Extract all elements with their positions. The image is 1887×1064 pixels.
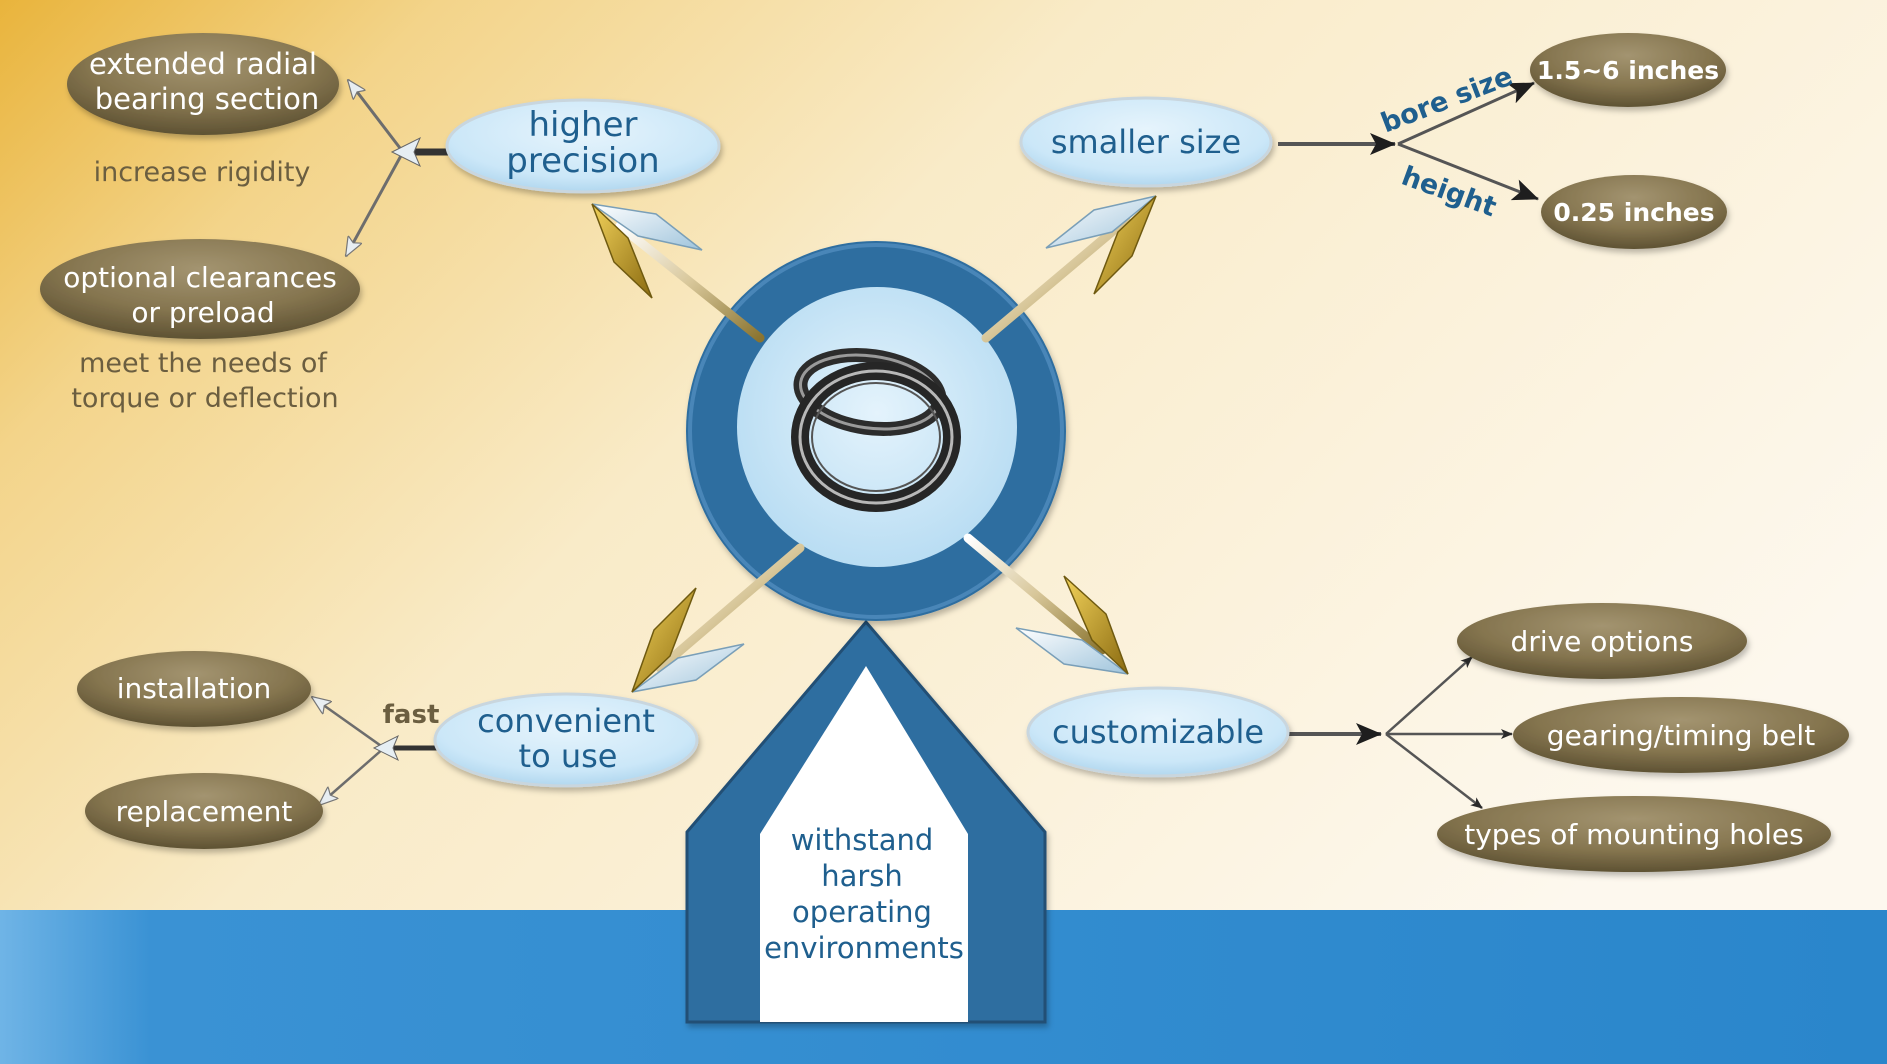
base-label1: withstand (791, 823, 934, 857)
leaf-optional-clearances (40, 239, 360, 339)
custom-connectors (1288, 656, 1513, 809)
leaf-extended-radial-label2: bearing section (95, 82, 319, 116)
leaf-height-value (1541, 175, 1727, 249)
leaf-drive-options (1457, 603, 1747, 679)
leaf-installation-label: installation (117, 672, 272, 705)
convenient-connectors (312, 697, 444, 805)
leaf-replacement (85, 773, 323, 849)
bubble-higher-precision-label1: higher (528, 105, 637, 145)
leaf-gearing-label: gearing/timing belt (1547, 719, 1815, 752)
caption-increase-rigidity: increase rigidity (94, 157, 311, 188)
base-label2: harsh (821, 859, 903, 893)
leaf-optional-clearances-label2: or preload (131, 296, 274, 329)
leaf-drive-options-label: drive options (1511, 625, 1694, 658)
leaf-installation (77, 651, 311, 727)
bubble-customizable-label: customizable (1052, 713, 1264, 751)
leaf-bore-value (1530, 33, 1726, 107)
bearing-rings-image (791, 348, 961, 512)
caption-meet-needs-2: torque or deflection (71, 383, 338, 414)
leaf-gearing (1513, 697, 1849, 773)
base-label4: environments (764, 931, 964, 965)
leaf-bore-value-label: 1.5~6 inches (1537, 56, 1719, 85)
leaf-extended-radial (67, 33, 339, 135)
leaf-mounting-holes (1437, 796, 1831, 872)
base-house (685, 619, 1047, 1024)
size-connectors (1278, 81, 1539, 201)
bubble-smaller-size (1019, 96, 1273, 188)
arrow-to-size (981, 195, 1157, 343)
arrow-to-customizable (963, 533, 1129, 675)
bubble-convenient-label2: to use (519, 737, 618, 775)
edge-label-fast: fast (383, 700, 440, 730)
leaf-optional-clearances-label1: optional clearances (63, 261, 337, 294)
leaf-extended-radial-label1: extended radial (89, 47, 317, 81)
caption-meet-needs-1: meet the needs of (79, 348, 328, 379)
arrow-to-precision (591, 203, 765, 343)
leaf-mounting-holes-label: types of mounting holes (1464, 818, 1803, 851)
bubble-higher-precision-label2: precision (506, 141, 659, 181)
bubble-higher-precision (445, 98, 721, 194)
bubble-customizable (1026, 686, 1290, 778)
bubble-convenient-label1: convenient (477, 702, 655, 740)
bubble-smaller-size-label: smaller size (1051, 123, 1241, 161)
bubble-convenient (433, 692, 699, 788)
leaf-height-value-label: 0.25 inches (1553, 198, 1714, 227)
leaf-replacement-label: replacement (116, 795, 293, 828)
arrow-to-convenient (631, 543, 805, 693)
base-label3: operating (792, 895, 932, 929)
